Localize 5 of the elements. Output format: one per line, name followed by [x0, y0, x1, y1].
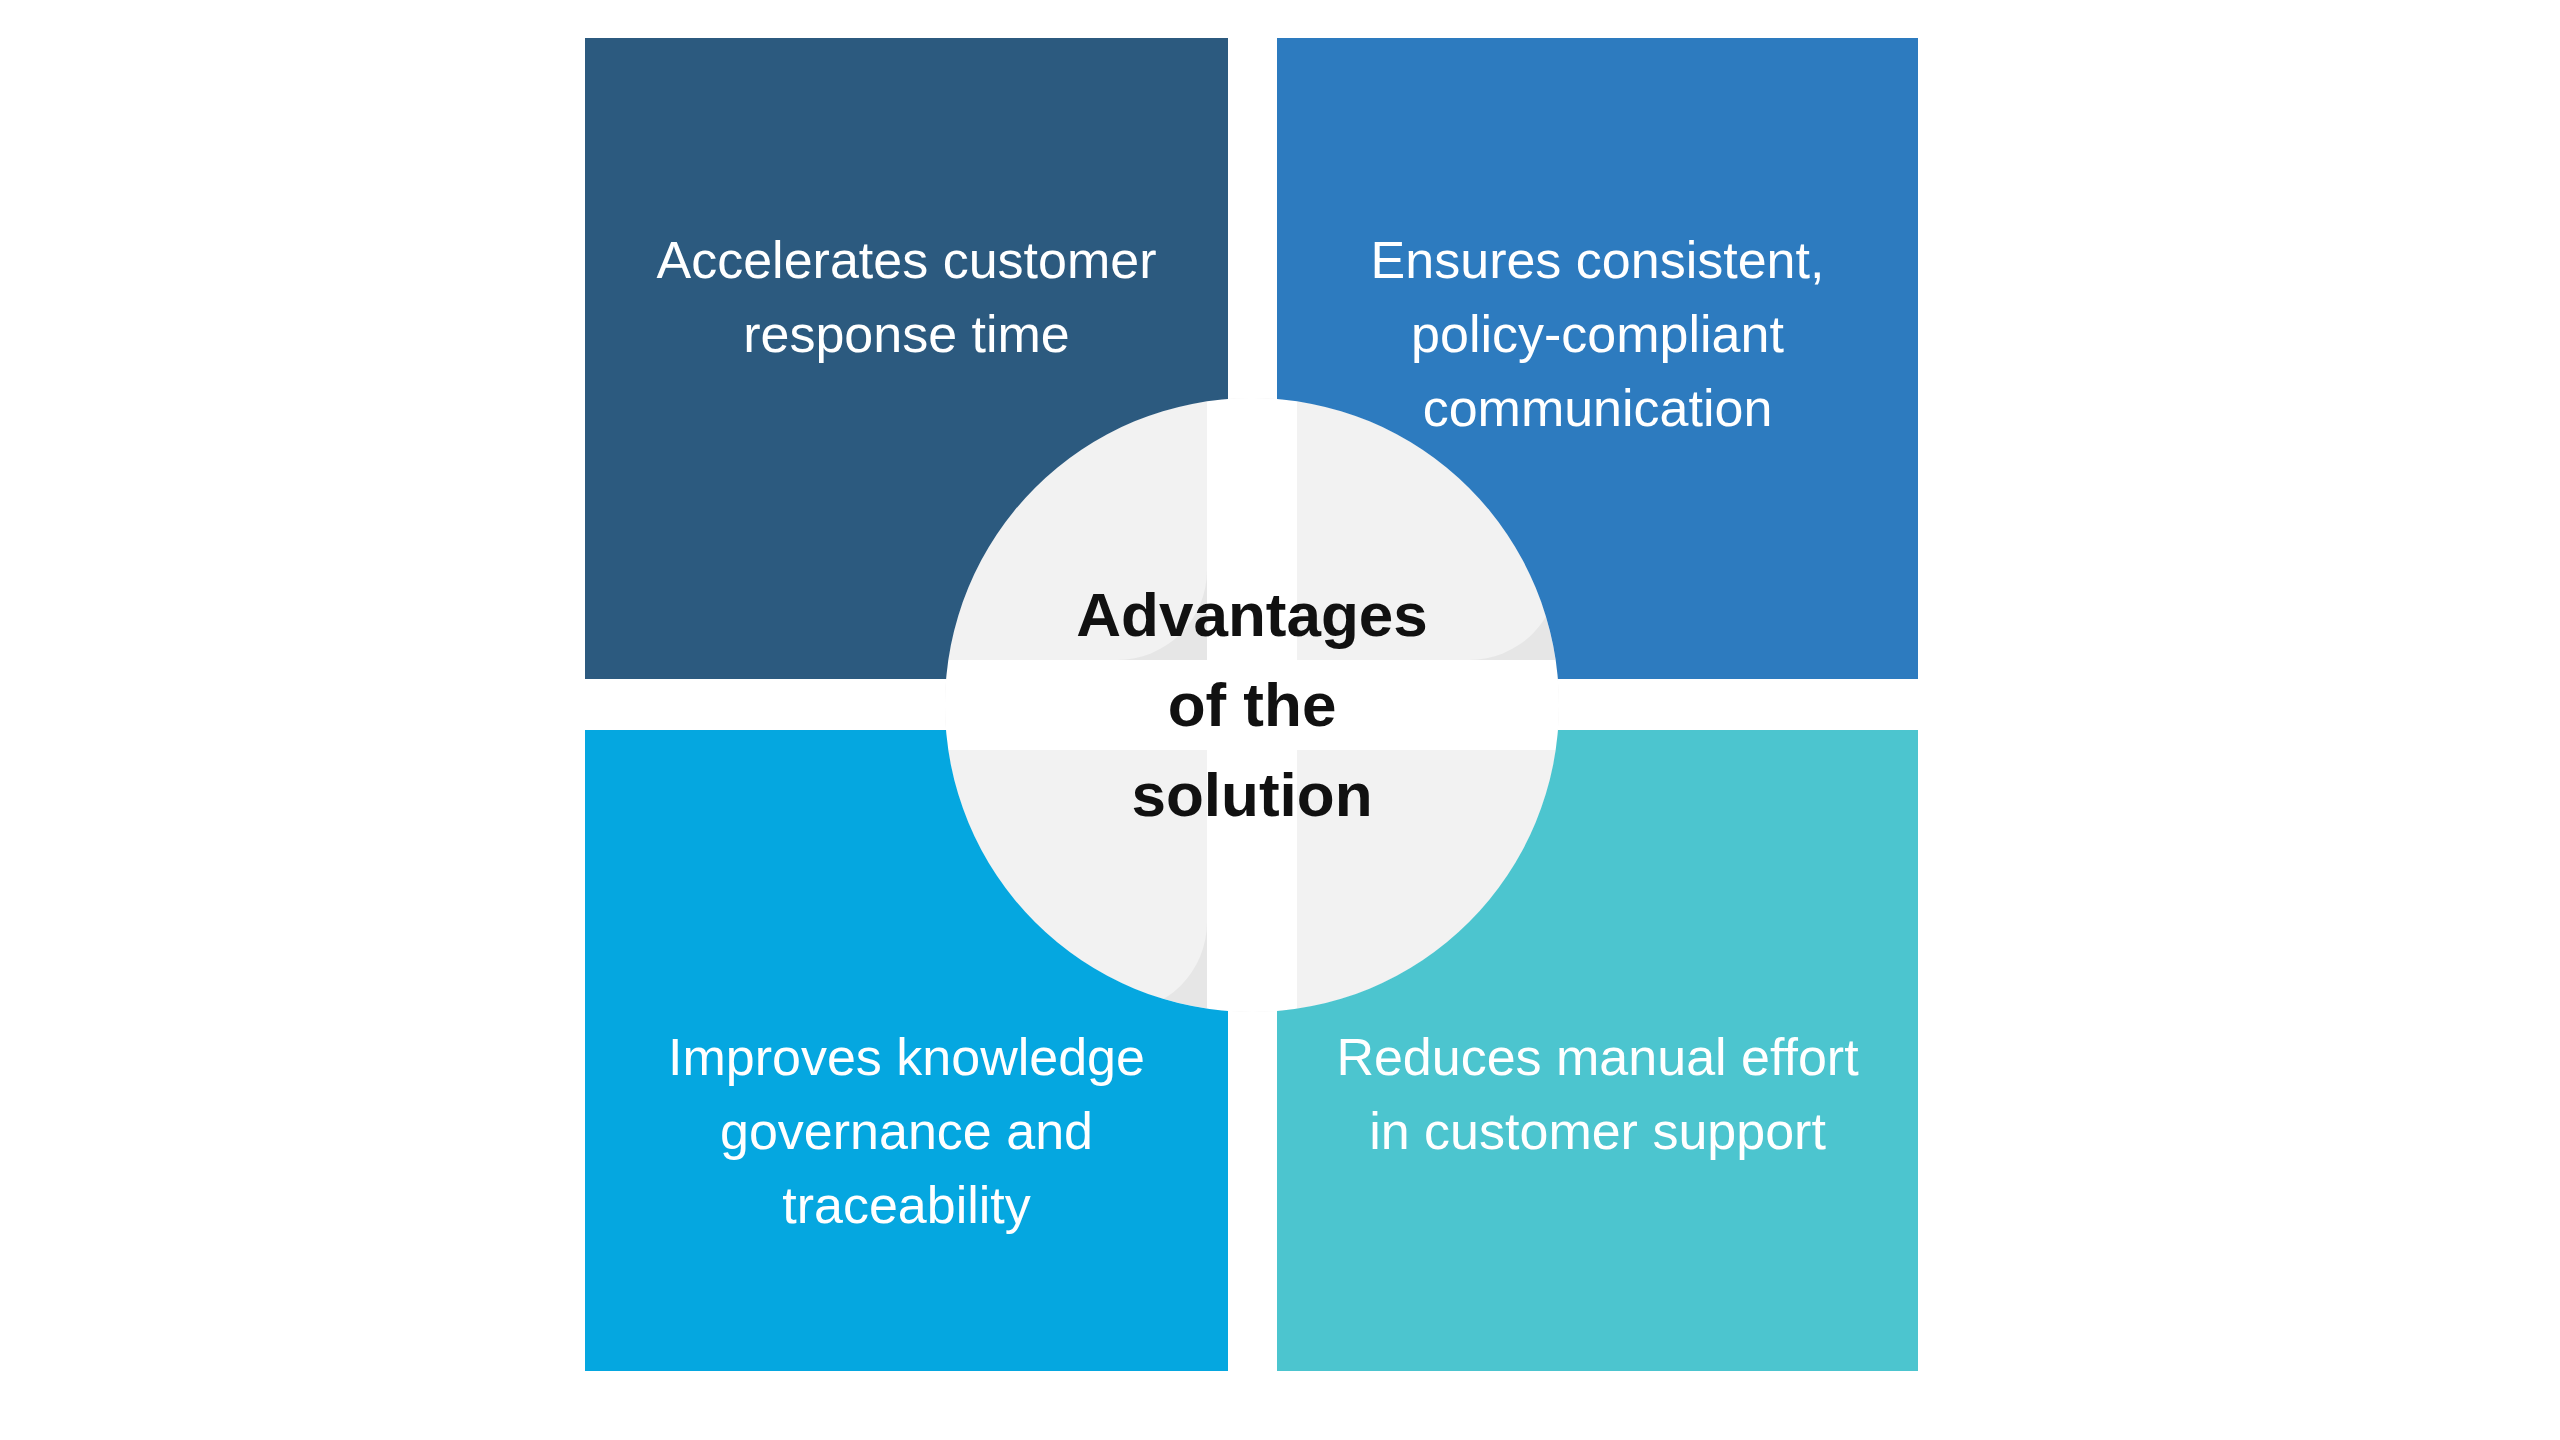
benefit-text: Reduces manual effort in customer support	[1335, 1027, 1860, 1162]
center-title: Advantages of the solution	[1075, 579, 1429, 831]
benefit-text: Ensures consistent, policy-compliant communication	[1369, 230, 1826, 439]
benefit-text: Accelerates customer response time	[655, 230, 1158, 365]
benefit-text: Improves knowledge governance and traceability	[667, 1027, 1146, 1236]
